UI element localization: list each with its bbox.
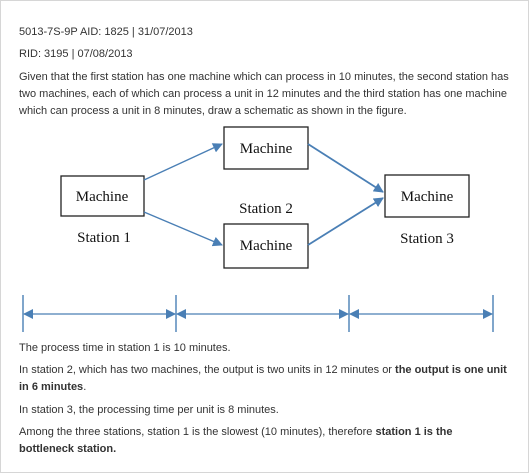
station3-machine-box <box>384 174 470 218</box>
answer-line-2: In station 2, which has two machines, th… <box>19 362 509 396</box>
station3-machine-label: Machine <box>401 189 454 205</box>
station2-machine-label-bottom: Machine <box>240 238 293 254</box>
flow-arrow-s1-to-s2-top <box>143 143 223 181</box>
answer-line-4-bold: station 1 is the bottleneck station. <box>19 426 453 455</box>
station3-label: Station 3 <box>400 231 454 247</box>
answer-line-4-text: Among the three stations, station 1 is t… <box>19 426 376 438</box>
answer-line-2-text: In station 2, which has two machines, th… <box>19 364 396 376</box>
flow-arrow-s2-bottom-to-s3 <box>307 197 384 246</box>
answer-line-2-bold: the output is one unit in 6 minutes <box>19 364 507 393</box>
station2-machine-label-top: Machine <box>240 141 293 157</box>
revision-id: RID: 3195 | 07/08/2013 <box>19 48 133 60</box>
question-text: Given that the first station has one mac… <box>19 71 509 117</box>
answer-line-2-end: . <box>83 381 87 393</box>
station2-label: Station 2 <box>239 201 293 217</box>
question-meta: 5013-7S-9P AID: 1825 | 31/07/2013 <box>19 26 193 38</box>
flow-arrow-s1-to-s2-bottom <box>143 211 223 247</box>
answer-line-3: In station 3, the processing time per un… <box>19 404 279 416</box>
station2-machine-box-top <box>223 126 309 170</box>
station1-machine-box <box>60 175 145 217</box>
flow-arrow-s2-top-to-s3 <box>307 143 384 193</box>
answer-line-1: The process time in station 1 is 10 minu… <box>19 342 231 354</box>
station1-machine-label: Machine <box>76 189 129 205</box>
station2-machine-box-bottom <box>223 223 309 269</box>
station1-label: Station 1 <box>77 230 131 246</box>
answer-line-4: Among the three stations, station 1 is t… <box>19 424 509 458</box>
